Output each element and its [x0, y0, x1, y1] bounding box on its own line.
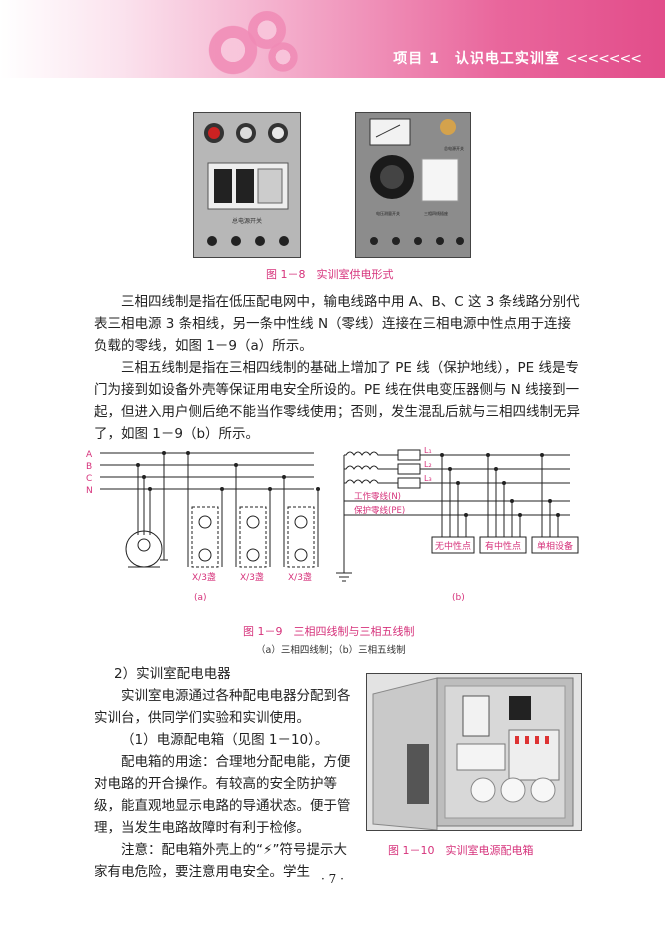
- paragraph-three-phase-four-wire: 三相四线制是指在低压配电网中，输电线路中用 A、B、C 这 3 条线路分别代表三…: [94, 294, 580, 354]
- load-label-single-phase: 单相设备: [537, 540, 573, 552]
- line-label-n: N: [86, 486, 93, 496]
- page-number: · 7 ·: [321, 872, 344, 886]
- paragraph-warning: 注意：配电箱外壳上的“⚡”符号提示大家有电危险，要注意用电安全。学生: [94, 842, 347, 880]
- line-label-b: B: [86, 462, 92, 472]
- panel-label: 总电源开关: [232, 217, 262, 225]
- neutral-line-label: 工作零线(N): [354, 491, 401, 502]
- chapter-title-text: 项目 1 认识电工实训室: [393, 51, 560, 67]
- photo-power-switch-panel: 总电源开关: [193, 112, 301, 258]
- chapter-title: 项目 1 认识电工实训室 <<<<<<<: [393, 48, 642, 68]
- label-a: 电压测量开关: [376, 210, 400, 216]
- load-label-no-neutral: 无中性点: [435, 540, 471, 552]
- chevron-decoration-icon: <<<<<<<: [565, 51, 642, 67]
- figure-1-9-caption: 图 1－9 三相四线制与三相五线制: [243, 625, 415, 638]
- diagram-three-phase-five-wire: L₁ L₂ L₃ 工作零线(N) 保护零线(PE) 无中性点 有中性点 单相设备…: [336, 446, 579, 603]
- diagram-a-sublabel: (a): [194, 593, 207, 603]
- page-header-band: 项目 1 认识电工实训室 <<<<<<<: [0, 0, 665, 78]
- paragraph-distribution: 实训室电源通过各种配电电器分配到各实训台，供同学们实验和实训使用。: [94, 688, 351, 726]
- item-distribution-box: （1）电源配电箱（见图 1－10）。: [121, 732, 329, 748]
- diagram-three-phase-four-wire: A B C N X/3盏 X/3盏 X/3盏 (a): [86, 450, 320, 603]
- load-label-3: X/3盏: [288, 571, 312, 583]
- line-label-l2: L₂: [424, 460, 432, 469]
- photo-socket-panel: 总电源开关 电压测量开关 三相四线插座: [355, 112, 471, 258]
- pe-line-label: 保护零线(PE): [354, 505, 405, 516]
- paragraph-three-phase-five-wire: 三相五线制是指在三相四线制的基础上增加了 PE 线（保护地线），PE 线是专门为…: [94, 360, 580, 442]
- gear-decoration-icon: [266, 40, 300, 74]
- label-c: 总电源开关: [444, 145, 464, 151]
- section-heading: 2）实训室配电电器: [114, 666, 231, 682]
- paragraph-box-purpose: 配电箱的用途：合理地分配电能，方便对电路的开合操作。有较高的安全防护等级，能直观…: [94, 754, 351, 836]
- line-label-c: C: [86, 474, 92, 484]
- load-label-with-neutral: 有中性点: [485, 540, 521, 552]
- line-label-l1: L₁: [424, 446, 432, 455]
- diagram-b-sublabel: (b): [452, 593, 465, 603]
- figure-1-10-caption: 图 1－10 实训室电源配电箱: [388, 844, 534, 857]
- load-label-1: X/3盏: [192, 571, 216, 583]
- label-b: 三相四线插座: [424, 210, 448, 216]
- line-label-l3: L₃: [424, 474, 432, 483]
- photo-distribution-box: [366, 673, 582, 831]
- load-label-2: X/3盏: [240, 571, 264, 583]
- figure-1-9-subcaption: （a）三相四线制；（b）三相五线制: [256, 645, 406, 656]
- line-label-a: A: [86, 450, 93, 460]
- figure-1-8-caption: 图 1－8 实训室供电形式: [266, 268, 394, 281]
